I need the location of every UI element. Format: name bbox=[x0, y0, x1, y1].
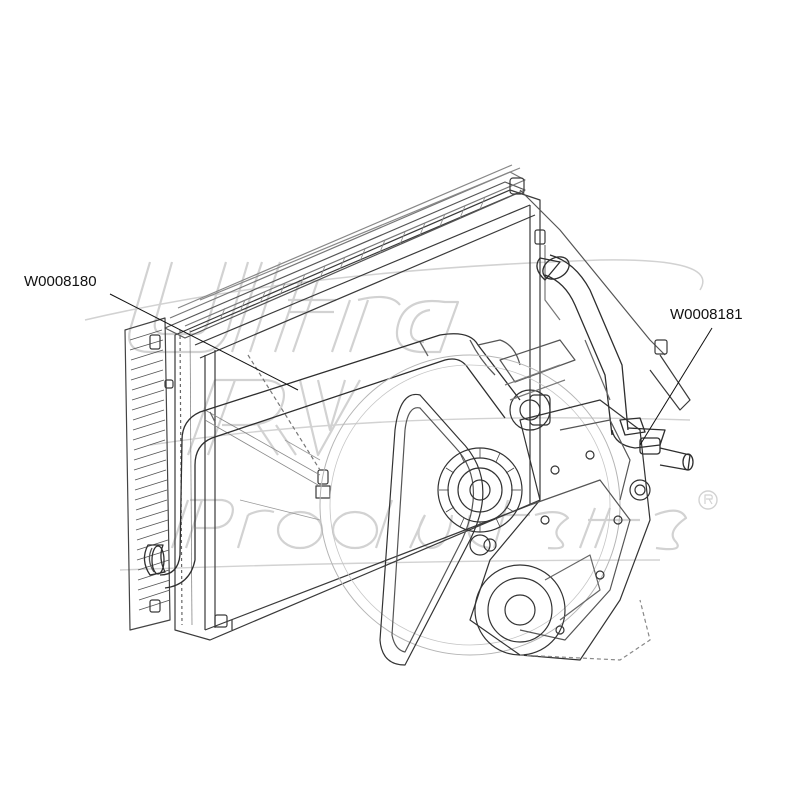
lower-radiator-hose bbox=[536, 254, 694, 471]
callout-label-w0008180: W0008180 bbox=[24, 273, 97, 290]
callout-leader-w0008181 bbox=[639, 327, 713, 446]
upper-radiator-hose bbox=[143, 333, 521, 589]
callout-label-w0008181: W0008181 bbox=[670, 306, 743, 323]
callout-leader-w0008180 bbox=[109, 293, 299, 391]
engine-front-assembly bbox=[319, 339, 651, 666]
ultra-rv-products-watermark bbox=[84, 259, 718, 571]
radiator bbox=[124, 164, 691, 641]
